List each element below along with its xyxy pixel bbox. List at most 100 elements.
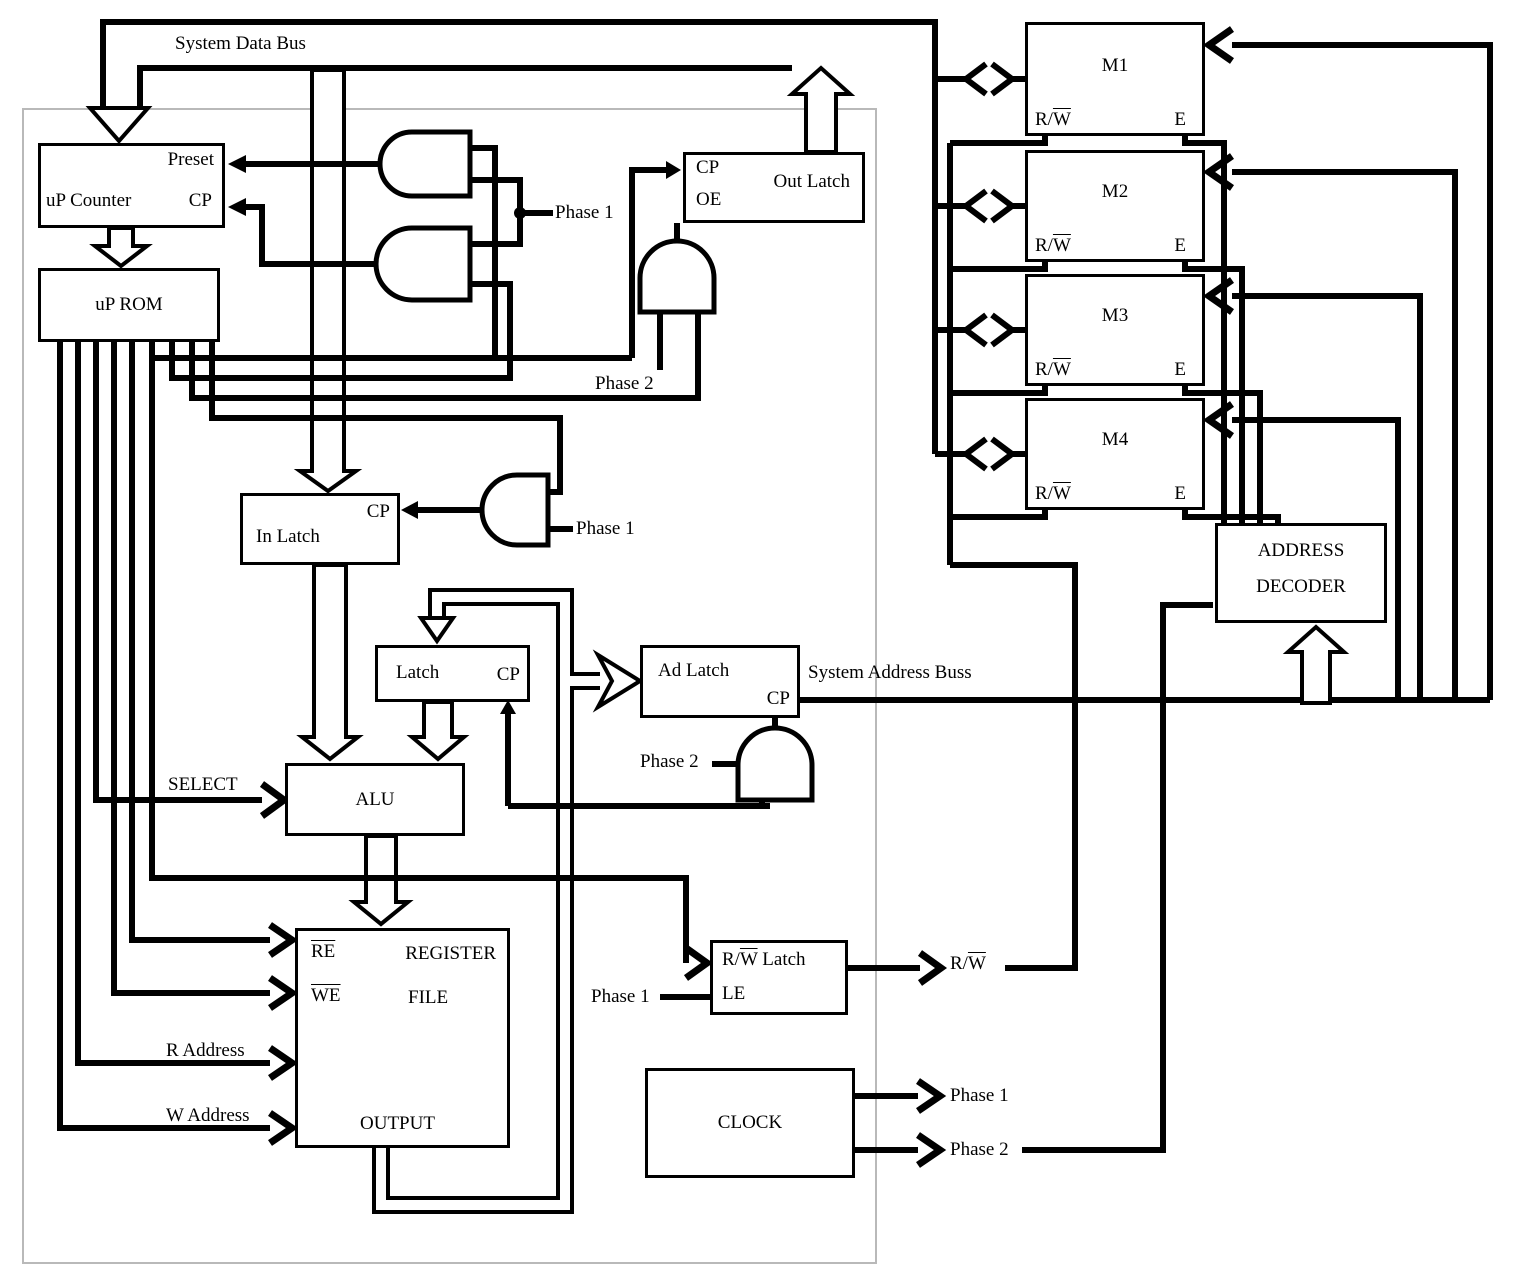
system-address-buss-label: System Address Buss: [808, 662, 972, 683]
w-address-label: W Address: [166, 1105, 250, 1126]
m3-e-pin: E: [1174, 359, 1186, 380]
bus-arrow-into-counter: [85, 106, 153, 145]
m2-bidir-left: [961, 188, 988, 224]
m3-bidir-right: [990, 312, 1017, 348]
latch-title: Latch: [396, 662, 440, 683]
m4-bidir-left: [961, 436, 988, 472]
rw-output-label: R/W: [950, 953, 986, 974]
r-address-label: R Address: [166, 1040, 245, 1061]
feedback-bus-channel: [372, 588, 600, 1214]
rw-latch-le-pin: LE: [722, 983, 746, 1004]
clock-title: CLOCK: [717, 1112, 783, 1133]
m4-title: M4: [1101, 429, 1129, 450]
phase2-outgate-label: Phase 2: [595, 373, 654, 394]
m1-rw-pin: R/W: [1035, 109, 1071, 130]
preset-pin-label: Preset: [167, 149, 214, 170]
m1-address-arrow: [1202, 26, 1234, 64]
address-decoder-line2: DECODER: [1256, 576, 1346, 597]
in-latch-box: In Latch CP: [240, 493, 400, 565]
re-arrow: [268, 922, 299, 958]
m2-title: M2: [1101, 181, 1129, 202]
m3-rw-pin: R/W: [1035, 359, 1071, 380]
register-file-name2: FILE: [408, 987, 449, 1008]
ad-latch-box: Ad Latch CP: [640, 645, 800, 718]
system-data-bus-label: System Data Bus: [175, 33, 306, 54]
select-arrow: [259, 781, 290, 819]
up-counter-title: uP Counter: [46, 190, 132, 211]
m1-e-pin: E: [1174, 109, 1186, 130]
phase2-clock-label: Phase 2: [950, 1139, 1009, 1160]
m4-address-arrow: [1202, 401, 1234, 439]
phase1-ingate-label: Phase 1: [576, 518, 635, 539]
latch-cp-pin: CP: [496, 664, 520, 685]
phase1-out-arrow: [916, 1078, 947, 1114]
bus-arrow-counter-to-rom: [89, 226, 153, 269]
in-latch-title: In Latch: [256, 526, 320, 547]
bus-arrow-outlatch-up: [786, 65, 856, 154]
alu-box: ALU: [285, 763, 465, 836]
preset-arrow: [228, 155, 246, 173]
and-gate-preset: [377, 129, 473, 199]
register-file-box: RE REGISTER WE FILE OUTPUT: [295, 928, 510, 1148]
bus-arrow-into-ad-latch: [592, 649, 644, 713]
out-latch-cp-pin: CP: [696, 157, 720, 178]
solid-arrowheads: [228, 155, 681, 714]
m3-address-arrow: [1202, 277, 1234, 315]
phase1-gates-label: Phase 1: [555, 202, 614, 223]
channel-arrowheads: [417, 616, 644, 713]
re-pin-label: RE: [311, 941, 336, 962]
bus-arrow-latch-to-alu: [406, 700, 470, 762]
memory-m4-box: M4 R/W E: [1025, 398, 1205, 510]
m4-rw-pin: R/W: [1035, 483, 1071, 504]
m2-bidir-right: [990, 188, 1017, 224]
m1-title: M1: [1101, 55, 1129, 76]
select-label: SELECT: [168, 774, 238, 795]
phase2-adgate-label: Phase 2: [640, 751, 699, 772]
bus-arrow-inlatch-to-alu: [296, 563, 364, 762]
bidirectional-data-arrows: [961, 61, 1017, 472]
rw-latch-title: R/W Latch: [722, 949, 806, 970]
m2-rw-pin: R/W: [1035, 235, 1071, 256]
phase1-clock-label: Phase 1: [950, 1085, 1009, 1106]
w-address-arrow: [268, 1110, 299, 1146]
in-latch-cp-pin: CP: [366, 501, 390, 522]
memory-m3-box: M3 R/W E: [1025, 274, 1205, 386]
inlatch-cp-arrow: [401, 501, 418, 519]
m2-e-pin: E: [1174, 235, 1186, 256]
out-latch-box: CP OE Out Latch: [683, 152, 865, 223]
memory-m1-box: M1 R/W E: [1025, 22, 1205, 136]
up-rom-title: uP ROM: [95, 294, 163, 315]
we-arrow: [268, 975, 299, 1011]
cpu-outline-frame: [22, 108, 877, 1264]
out-latch-oe-pin: OE: [696, 189, 722, 210]
m2-address-arrow: [1202, 153, 1234, 191]
and-gate-ad-latch: [735, 725, 815, 803]
m4-e-pin: E: [1174, 483, 1186, 504]
rw-latch-in-arrow: [683, 945, 714, 981]
up-rom-box: uP ROM: [38, 268, 220, 342]
solid-wires: [57, 19, 1493, 1153]
m1-bidir-left: [961, 61, 988, 97]
alu-title: ALU: [355, 788, 395, 810]
clock-box: CLOCK: [645, 1068, 855, 1178]
ad-latch-title: Ad Latch: [658, 660, 730, 681]
r-address-arrow: [268, 1045, 299, 1081]
bus-channel-to-in-latch: [293, 68, 363, 494]
m4-bidir-right: [990, 436, 1017, 472]
hollow-arrows-over: [786, 65, 1350, 705]
and-gate-in-latch: [479, 472, 551, 548]
and-gate-out-latch: [637, 238, 717, 315]
address-decoder-line1: ADDRESS: [1257, 540, 1345, 561]
bus-arrow-into-decoder: [1282, 624, 1350, 705]
up-counter-cp-pin: CP: [188, 190, 212, 211]
latch-box: Latch CP: [375, 645, 530, 702]
junction-dot: [514, 207, 526, 219]
ad-latch-cp-pin: CP: [766, 688, 790, 709]
register-file-output-label: OUTPUT: [360, 1113, 435, 1134]
we-pin-label: WE: [311, 985, 341, 1006]
out-latch-title: Out Latch: [773, 171, 850, 192]
latch-cp-arrow: [500, 700, 516, 714]
rw-latch-box: R/W Latch LE: [710, 940, 848, 1015]
